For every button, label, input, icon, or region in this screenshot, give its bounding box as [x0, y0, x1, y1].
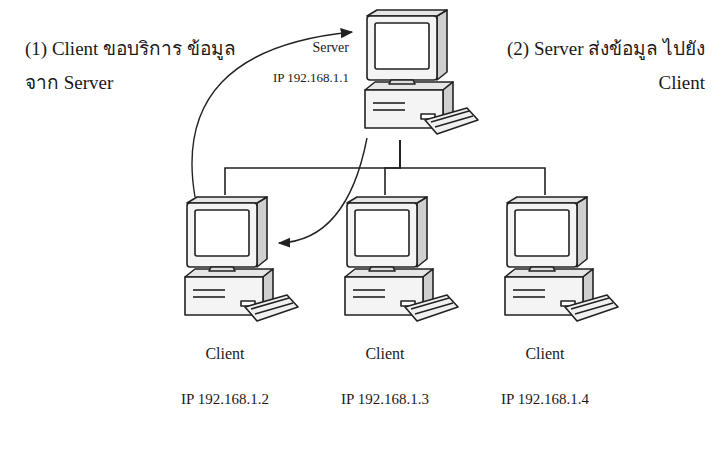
network-cable [400, 140, 545, 195]
role-label: Client [492, 345, 598, 363]
annotation-text: (2) Server ส่งข้อมูล ไปยัง Client [500, 32, 705, 100]
ip-address: IP 192.168.1.4 [492, 391, 598, 408]
ip-address: IP 192.168.1.3 [332, 391, 438, 408]
computer-icon [335, 195, 460, 331]
computer-icon [495, 195, 620, 331]
client-computer: Client IP 192.168.1.2 [175, 195, 300, 427]
client-computer: Client IP 192.168.1.3 [335, 195, 460, 427]
computer-icon [175, 195, 300, 331]
network-cable [225, 140, 400, 195]
role-label: Client [172, 345, 278, 363]
role-label: Server [312, 40, 349, 56]
server-computer: ServerIP 192.168.1.1 [355, 8, 480, 160]
client-computer: Client IP 192.168.1.4 [495, 195, 620, 427]
role-label: Client [332, 345, 438, 363]
ip-address: IP 192.168.1.1 [273, 70, 349, 86]
annotation-text: (1) Client ขอบริการ ข้อมูลจาก Server [25, 32, 240, 100]
ip-address: IP 192.168.1.2 [172, 391, 278, 408]
computer-icon [355, 8, 480, 144]
network-cable [385, 140, 400, 195]
